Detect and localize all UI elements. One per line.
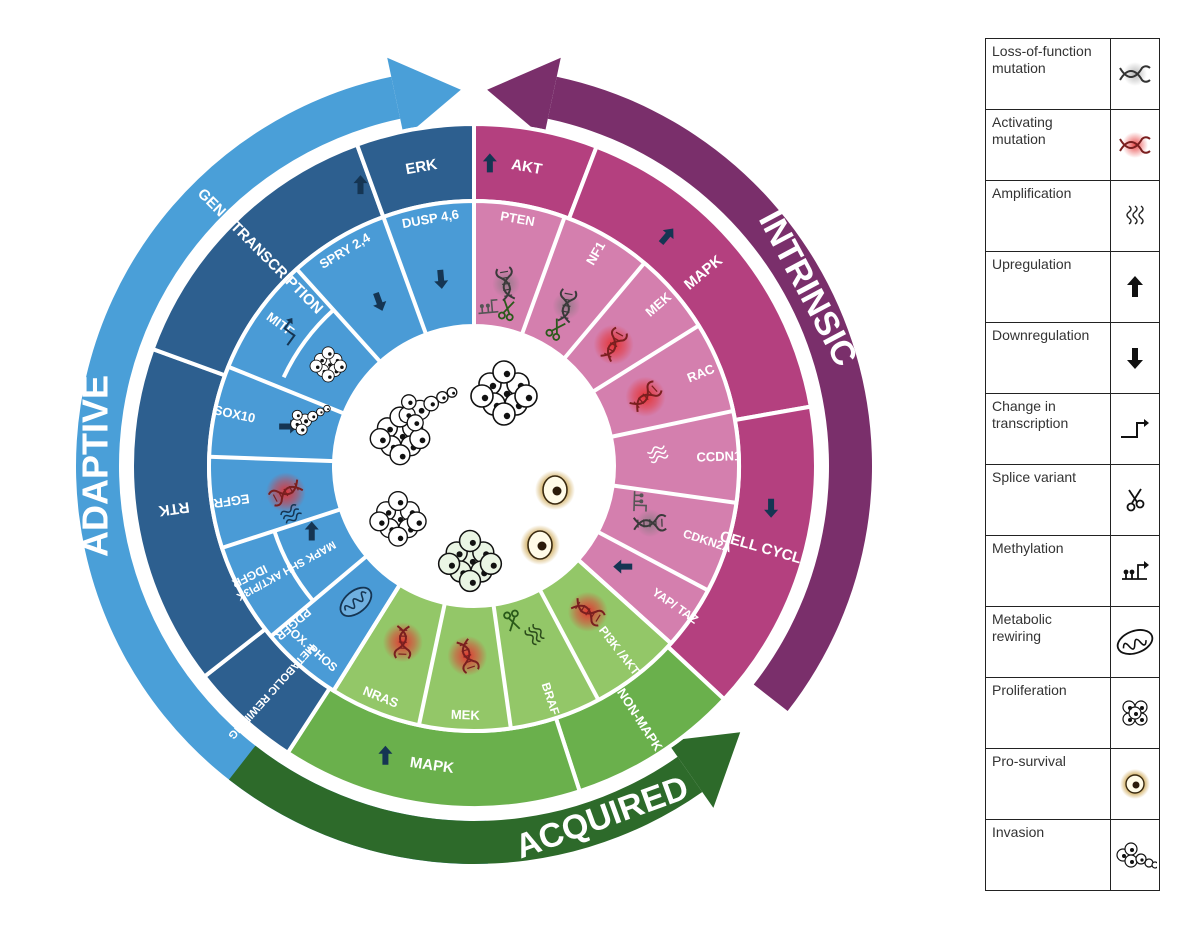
band-adaptive <box>206 198 476 694</box>
legend-row: Proliferation <box>985 677 1160 749</box>
legend-label: Downregulation <box>985 322 1111 394</box>
mitochondrion-icon <box>1110 606 1160 678</box>
glowing-cell-icon <box>535 470 575 510</box>
cell-cluster-icon <box>470 360 538 426</box>
glowing-cell-icon <box>520 525 560 565</box>
intrinsic-arrow <box>487 57 872 712</box>
methylation-icon <box>1110 535 1160 607</box>
dna-red-glow-icon <box>447 635 488 676</box>
cell-cluster-icon <box>437 529 503 593</box>
legend-row: Invasion <box>985 819 1160 891</box>
methylation-icon <box>633 491 647 512</box>
legend-row: Methylation <box>985 535 1160 607</box>
up-arrow-icon <box>613 559 633 574</box>
up-arrow-icon <box>482 153 497 173</box>
dna-icon <box>552 288 581 324</box>
legend-row: Pro-survival <box>985 748 1160 820</box>
cell-cluster-icon <box>1110 677 1160 749</box>
legend-row: Activating mutation <box>985 109 1160 181</box>
up-arrow-icon <box>304 521 319 541</box>
invading-cells-icon <box>398 386 458 432</box>
down-arrow-icon <box>373 291 387 311</box>
invading-cells-icon <box>1110 819 1160 891</box>
mitochondrion-icon <box>339 586 373 617</box>
cell-cluster-icon <box>369 490 427 547</box>
legend-label: Change in transcription <box>985 393 1111 465</box>
rtk-label: RTK <box>157 498 190 519</box>
legend-label: Metabolic rewiring <box>985 606 1111 678</box>
dna-red-glow-icon <box>382 622 423 663</box>
adaptive-label: ADAPTIVE <box>75 375 116 557</box>
dna-red-glow-icon <box>625 376 666 417</box>
up-arrow-icon <box>1110 251 1160 323</box>
legend-label: Activating mutation <box>985 109 1111 181</box>
dna-red-glow-icon <box>1110 109 1160 181</box>
scissors-icon <box>545 318 566 341</box>
dna-icon <box>492 266 521 302</box>
legend-label: Upregulation <box>985 251 1111 323</box>
legend-row: Metabolic rewiring <box>985 606 1160 678</box>
pten-label: PTEN <box>499 208 536 229</box>
dna-icon <box>1110 38 1160 110</box>
mapk-acquired-label: MAPK <box>409 754 455 777</box>
legend-label: Amplification <box>985 180 1111 252</box>
legend-label: Loss-of-function mutation <box>985 38 1111 110</box>
dna-red-glow-icon <box>265 472 306 513</box>
scissors-icon <box>503 609 521 632</box>
dna-icon <box>632 509 667 538</box>
scissors-icon <box>1110 464 1160 536</box>
glowing-cell-icon <box>1110 748 1160 820</box>
up-arrow-icon <box>658 228 674 246</box>
adaptive-arrow <box>75 57 488 864</box>
legend-label: Pro-survival <box>985 748 1111 820</box>
erk-label: ERK <box>404 156 438 178</box>
down-arrow-icon <box>764 498 779 518</box>
up-arrow-icon <box>378 745 393 765</box>
transcription-step-icon <box>283 317 296 346</box>
legend-row: Splice variant <box>985 464 1160 536</box>
wavy-lines-icon <box>524 623 545 646</box>
legend-label: Proliferation <box>985 677 1111 749</box>
wavy-lines-icon <box>1110 180 1160 252</box>
band-intrinsic <box>472 198 741 647</box>
down-arrow-icon <box>434 269 449 289</box>
invading-cells-icon <box>290 404 331 436</box>
dna-red-glow-icon <box>567 591 608 632</box>
egfr-label: EGFR <box>212 491 250 511</box>
transcription-step-icon <box>1110 393 1160 465</box>
dna-red-glow-icon <box>593 324 634 365</box>
legend-label: Invasion <box>985 819 1111 891</box>
legend-label: Splice variant <box>985 464 1111 536</box>
acquired-arrow <box>228 732 741 864</box>
wavy-lines-icon <box>646 445 669 464</box>
down-arrow-icon <box>1110 322 1160 394</box>
methylation-icon <box>478 298 499 315</box>
up-arrow-icon <box>353 175 368 195</box>
mek-acquired-label: MEK <box>451 707 481 723</box>
legend-row: Loss-of-function mutation <box>985 38 1160 110</box>
ccdn1-label: CCDN1 <box>696 448 741 465</box>
akt-label: AKT <box>510 156 543 178</box>
legend-row: Downregulation <box>985 322 1160 394</box>
legend-row: Upregulation <box>985 251 1160 323</box>
legend-row: Change in transcription <box>985 393 1160 465</box>
scissors-icon <box>497 299 515 322</box>
cell-cluster-icon <box>309 346 347 383</box>
legend-row: Amplification <box>985 180 1160 252</box>
wavy-lines-icon <box>280 504 302 524</box>
legend-label: Methylation <box>985 535 1111 607</box>
